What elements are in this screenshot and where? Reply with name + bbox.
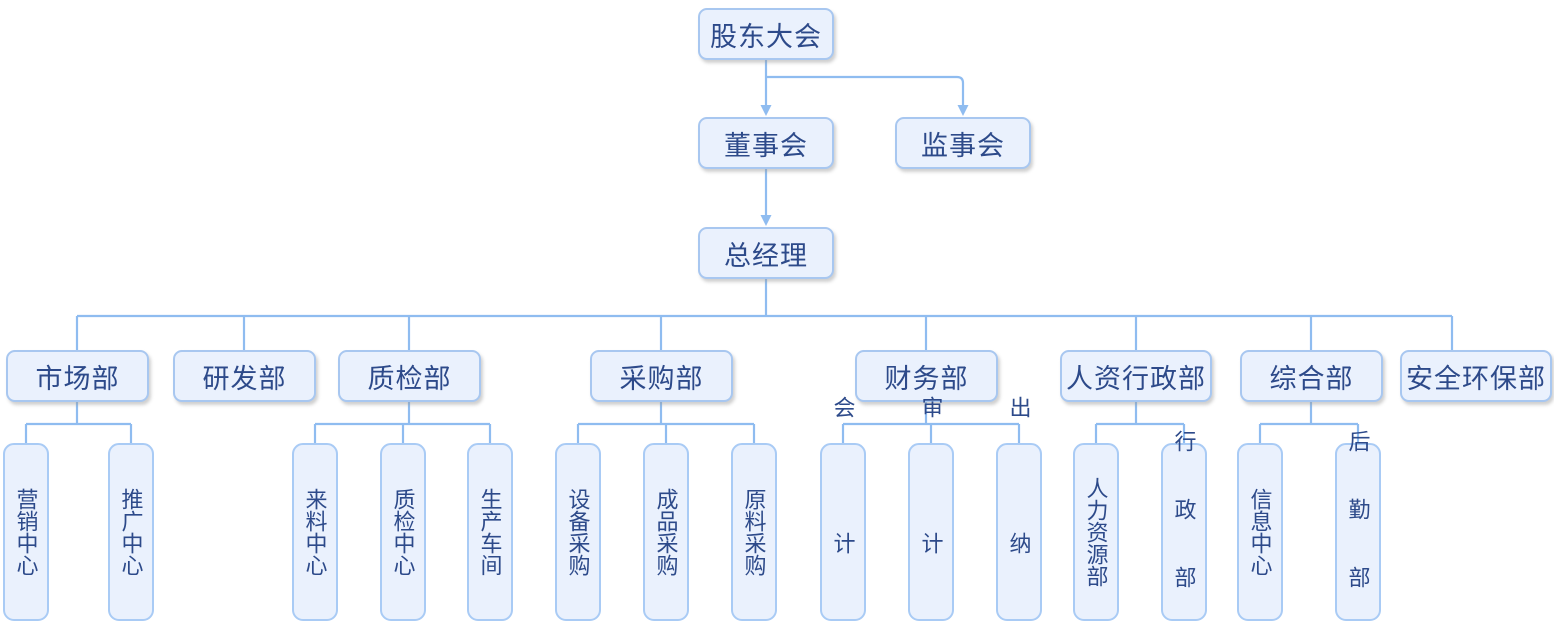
node-department[interactable]: 人资行政部 (1060, 350, 1212, 402)
node-board-of-directors[interactable]: 董事会 (698, 117, 834, 169)
node-label: 研发部 (202, 363, 287, 394)
node-department[interactable]: 财务部 (855, 350, 998, 402)
node-label: 信息中心 (1247, 488, 1273, 576)
node-label: 设备采购 (565, 488, 591, 576)
node-sub-unit[interactable]: 成品采购 (643, 443, 689, 621)
node-label: 安全环保部 (1406, 363, 1546, 394)
node-sub-unit[interactable]: 质检中心 (380, 443, 426, 621)
node-label: 质检中心 (390, 488, 416, 576)
node-sub-unit[interactable]: 审计 (908, 396, 954, 625)
node-sub-unit[interactable]: 来料中心 (292, 443, 338, 621)
node-label: 出纳 (1006, 396, 1032, 625)
node-department[interactable]: 市场部 (6, 350, 149, 402)
node-label: 人资行政部 (1066, 363, 1206, 394)
edge-shareholders-supervisors (766, 75, 969, 116)
node-label: 市场部 (35, 363, 120, 394)
node-sub-unit[interactable]: 营销中心 (3, 443, 49, 621)
node-label: 推广中心 (118, 488, 144, 576)
node-department[interactable]: 研发部 (173, 350, 316, 402)
node-label: 监事会 (921, 130, 1005, 161)
node-sub-unit[interactable]: 出纳 (996, 396, 1042, 625)
node-sub-unit[interactable]: 信息中心 (1237, 443, 1283, 621)
node-department[interactable]: 质检部 (338, 350, 481, 402)
node-sub-unit[interactable]: 生产车间 (467, 443, 513, 621)
node-label: 总经理 (724, 240, 808, 271)
node-department[interactable]: 综合部 (1240, 350, 1383, 402)
node-label: 后勤部 (1345, 430, 1371, 625)
node-department[interactable]: 采购部 (590, 350, 733, 402)
node-general-manager[interactable]: 总经理 (698, 227, 834, 279)
node-sub-unit[interactable]: 会计 (820, 396, 866, 625)
node-sub-unit[interactable]: 人力资源部 (1073, 443, 1119, 621)
node-sub-unit[interactable]: 设备采购 (555, 443, 601, 621)
node-label: 成品采购 (653, 488, 679, 576)
node-label: 生产车间 (477, 488, 503, 576)
node-label: 审计 (918, 396, 944, 625)
node-label: 人力资源部 (1083, 477, 1109, 587)
node-label: 行政部 (1171, 430, 1197, 625)
node-label: 股东大会 (710, 21, 822, 52)
node-label: 质检部 (367, 363, 452, 394)
node-label: 会计 (830, 396, 856, 625)
node-sub-unit[interactable]: 行政部 (1161, 430, 1207, 625)
node-label: 综合部 (1269, 363, 1354, 394)
node-label: 财务部 (884, 363, 969, 394)
node-label: 来料中心 (302, 488, 328, 576)
node-sub-unit[interactable]: 推广中心 (108, 443, 154, 621)
node-label: 董事会 (724, 130, 808, 161)
node-sub-unit[interactable]: 原料采购 (731, 443, 777, 621)
node-shareholders-meeting[interactable]: 股东大会 (698, 8, 834, 60)
node-board-of-supervisors[interactable]: 监事会 (895, 117, 1031, 169)
node-label: 采购部 (619, 363, 704, 394)
node-sub-unit[interactable]: 后勤部 (1335, 430, 1381, 625)
node-department[interactable]: 安全环保部 (1400, 350, 1552, 402)
node-label: 营销中心 (13, 488, 39, 576)
node-label: 原料采购 (741, 488, 767, 576)
